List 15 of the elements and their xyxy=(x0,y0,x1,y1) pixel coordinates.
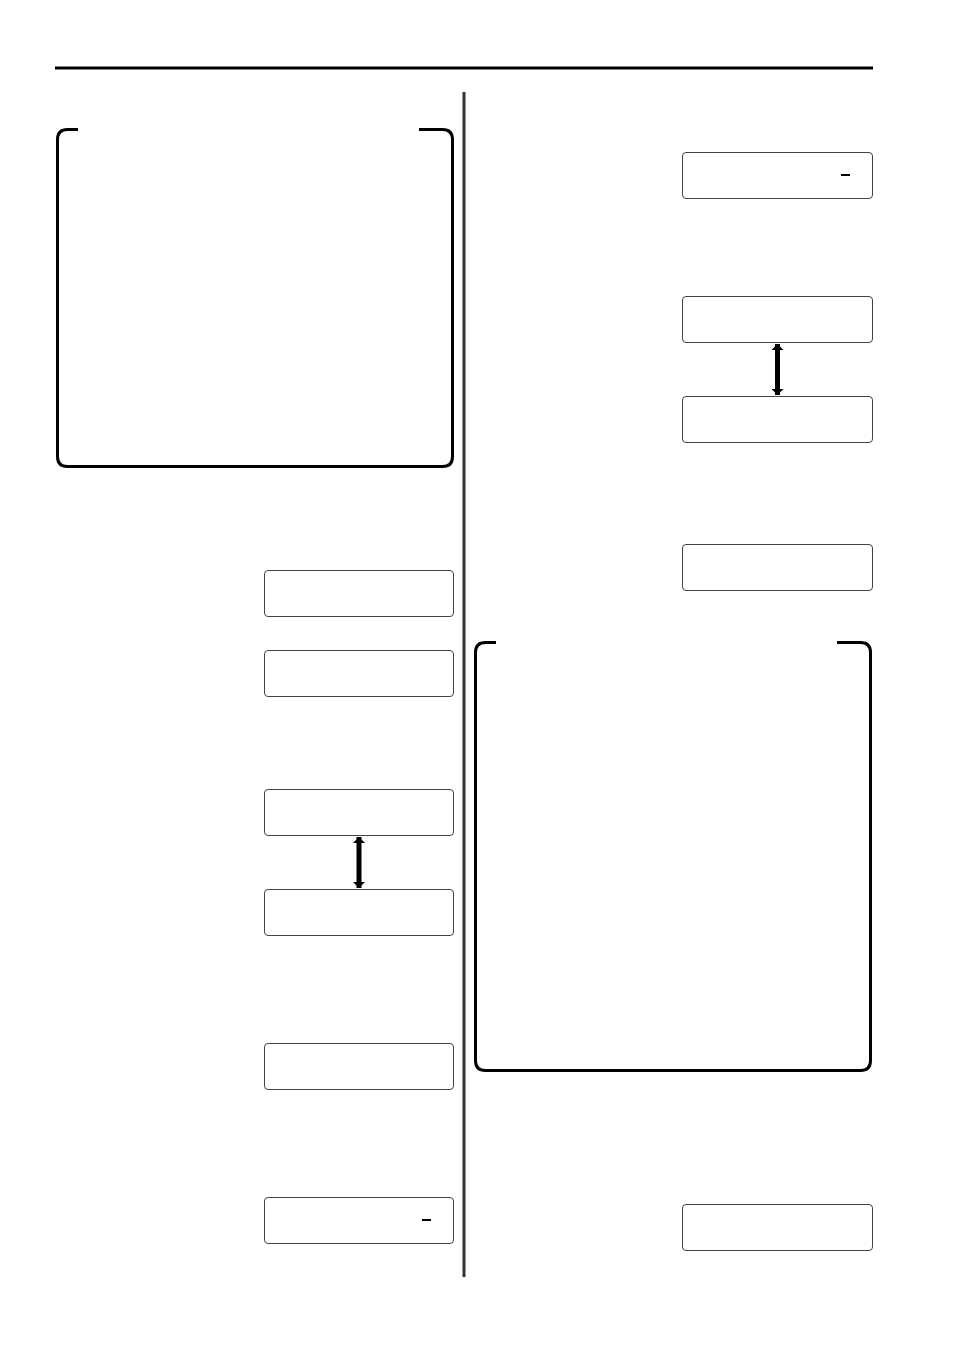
double-arrow xyxy=(353,837,365,888)
note-frame xyxy=(56,128,454,468)
display-box xyxy=(264,789,454,836)
display-box xyxy=(682,396,873,443)
display-box xyxy=(264,1197,454,1244)
note-frame xyxy=(474,641,872,1072)
double-arrow xyxy=(771,344,784,395)
display-box xyxy=(682,296,873,343)
display-box xyxy=(682,1204,873,1251)
display-box xyxy=(264,650,454,697)
display-box xyxy=(682,152,873,199)
display-box xyxy=(264,889,454,936)
display-box xyxy=(682,544,873,591)
display-box xyxy=(264,570,454,617)
display-box xyxy=(264,1043,454,1090)
